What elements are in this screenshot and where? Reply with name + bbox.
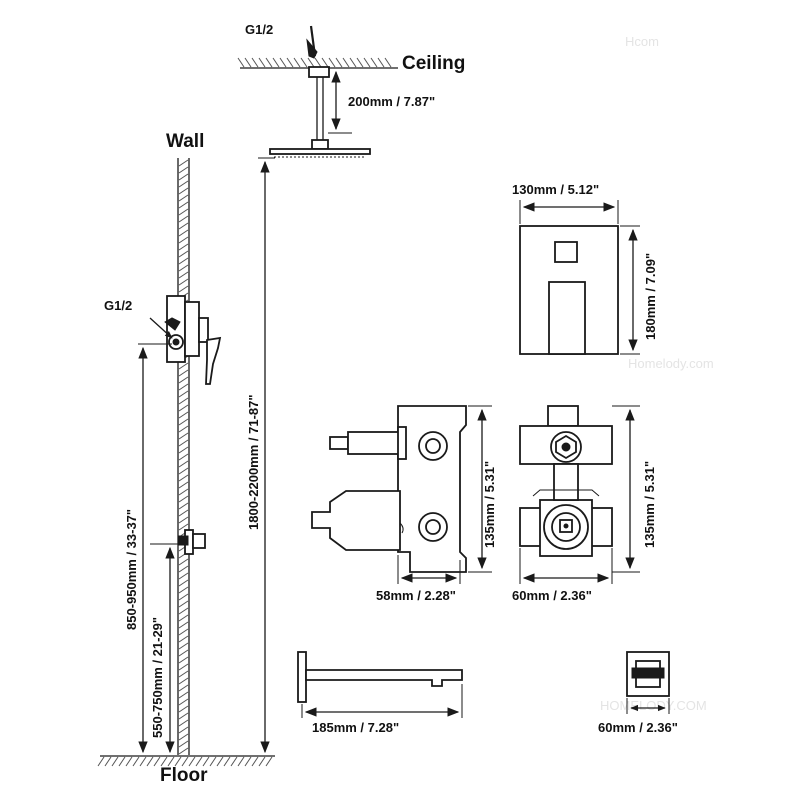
spout-height-dimension: 550-750mm / 21-29": [150, 617, 165, 738]
valve-body-front-view: [519, 405, 613, 557]
diverter-plate: [626, 651, 670, 697]
plate-width-dimension: 130mm / 5.12": [512, 182, 599, 197]
arm-drop-dimension: 200mm / 7.87": [348, 94, 435, 109]
valve-body-side-view: [311, 405, 467, 573]
ceiling-label: Ceiling: [402, 53, 465, 74]
bath-spout: [297, 651, 463, 703]
wall: [177, 158, 190, 755]
head-height-dimension: 1800-2200mm / 71-87": [246, 394, 261, 530]
valve-side-depth-dimension: 58mm / 2.28": [376, 588, 456, 603]
inlet-label-side: G1/2: [104, 298, 132, 313]
watermark: HOMELODY.COM: [600, 698, 707, 713]
small-plate-width-dimension: 60mm / 2.36": [598, 720, 678, 735]
rain-shower-head: [269, 25, 371, 158]
valve-side-height-dimension: 135mm / 5.31": [482, 461, 497, 548]
valve-front-height-dimension: 135mm / 5.31": [642, 461, 657, 548]
cover-plate: [519, 225, 619, 355]
inlet-label-top: G1/2: [245, 22, 273, 37]
plate-height-dimension: 180mm / 7.09": [643, 253, 658, 340]
ceiling: [237, 57, 398, 69]
watermark: Hcom: [625, 34, 659, 49]
floor-label: Floor: [160, 765, 208, 786]
valve-front-width-dimension: 60mm / 2.36": [512, 588, 592, 603]
wall-outlet: [177, 529, 206, 555]
wall-mixer-valve: [164, 295, 222, 385]
watermark: Homelody.com: [628, 356, 714, 371]
valve-height-dimension: 850-950mm / 33-37": [124, 509, 139, 630]
floor: [97, 755, 275, 767]
wall-label: Wall: [166, 131, 204, 152]
spout-length-dimension: 185mm / 7.28": [312, 720, 399, 735]
